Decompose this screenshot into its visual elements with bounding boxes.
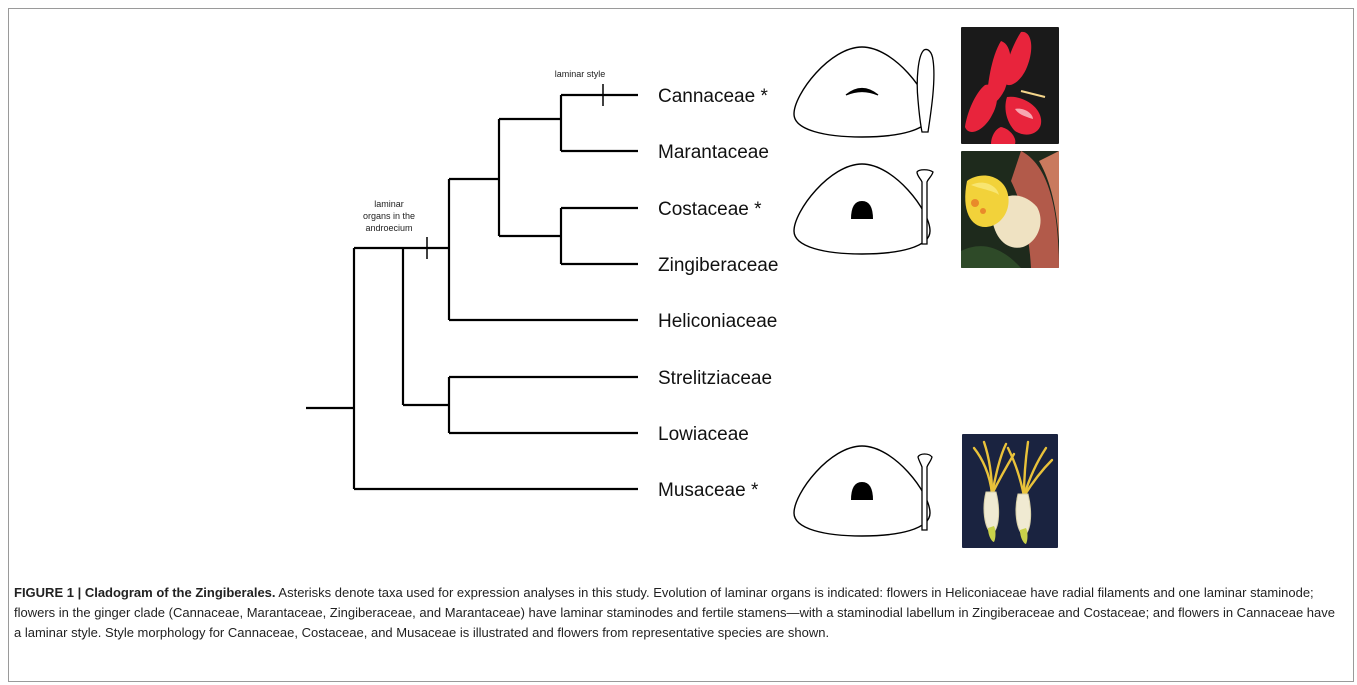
photo-musa-flower: [962, 434, 1058, 548]
leaf-label-strelitziaceae: Strelitziaceae: [658, 368, 772, 389]
leaf-label-heliconiaceae: Heliconiaceae: [658, 311, 777, 332]
cladogram: laminar style laminar organs in the andr…: [0, 0, 1357, 580]
leaf-label-marantaceae: Marantaceae: [658, 142, 769, 163]
photo-costus-flower: [961, 151, 1059, 268]
caption-label: FIGURE 1 | Cladogram of the Zingiberales…: [14, 585, 276, 600]
leaf-label-cannaceae: Cannaceae *: [658, 86, 768, 107]
leaf-label-zingiberaceae: Zingiberaceae: [658, 255, 778, 276]
photo-canna-flower: [961, 27, 1059, 144]
leaf-label-costaceae: Costaceae *: [658, 199, 762, 220]
cladogram-branches: [306, 84, 638, 489]
annotation-laminar-style: laminar style: [555, 69, 606, 79]
figure-caption: FIGURE 1 | Cladogram of the Zingiberales…: [14, 583, 1340, 643]
annotation-laminar-organs-1: laminar: [374, 199, 404, 209]
annotation-laminar-organs-2: organs in the: [363, 211, 415, 221]
style-sections: [794, 47, 930, 536]
style-outline-cannaceae: [917, 49, 934, 132]
annotation-laminar-organs-3: androecium: [365, 223, 412, 233]
leaf-label-musaceae: Musaceae *: [658, 480, 759, 501]
leaf-label-lowiaceae: Lowiaceae: [658, 424, 749, 445]
